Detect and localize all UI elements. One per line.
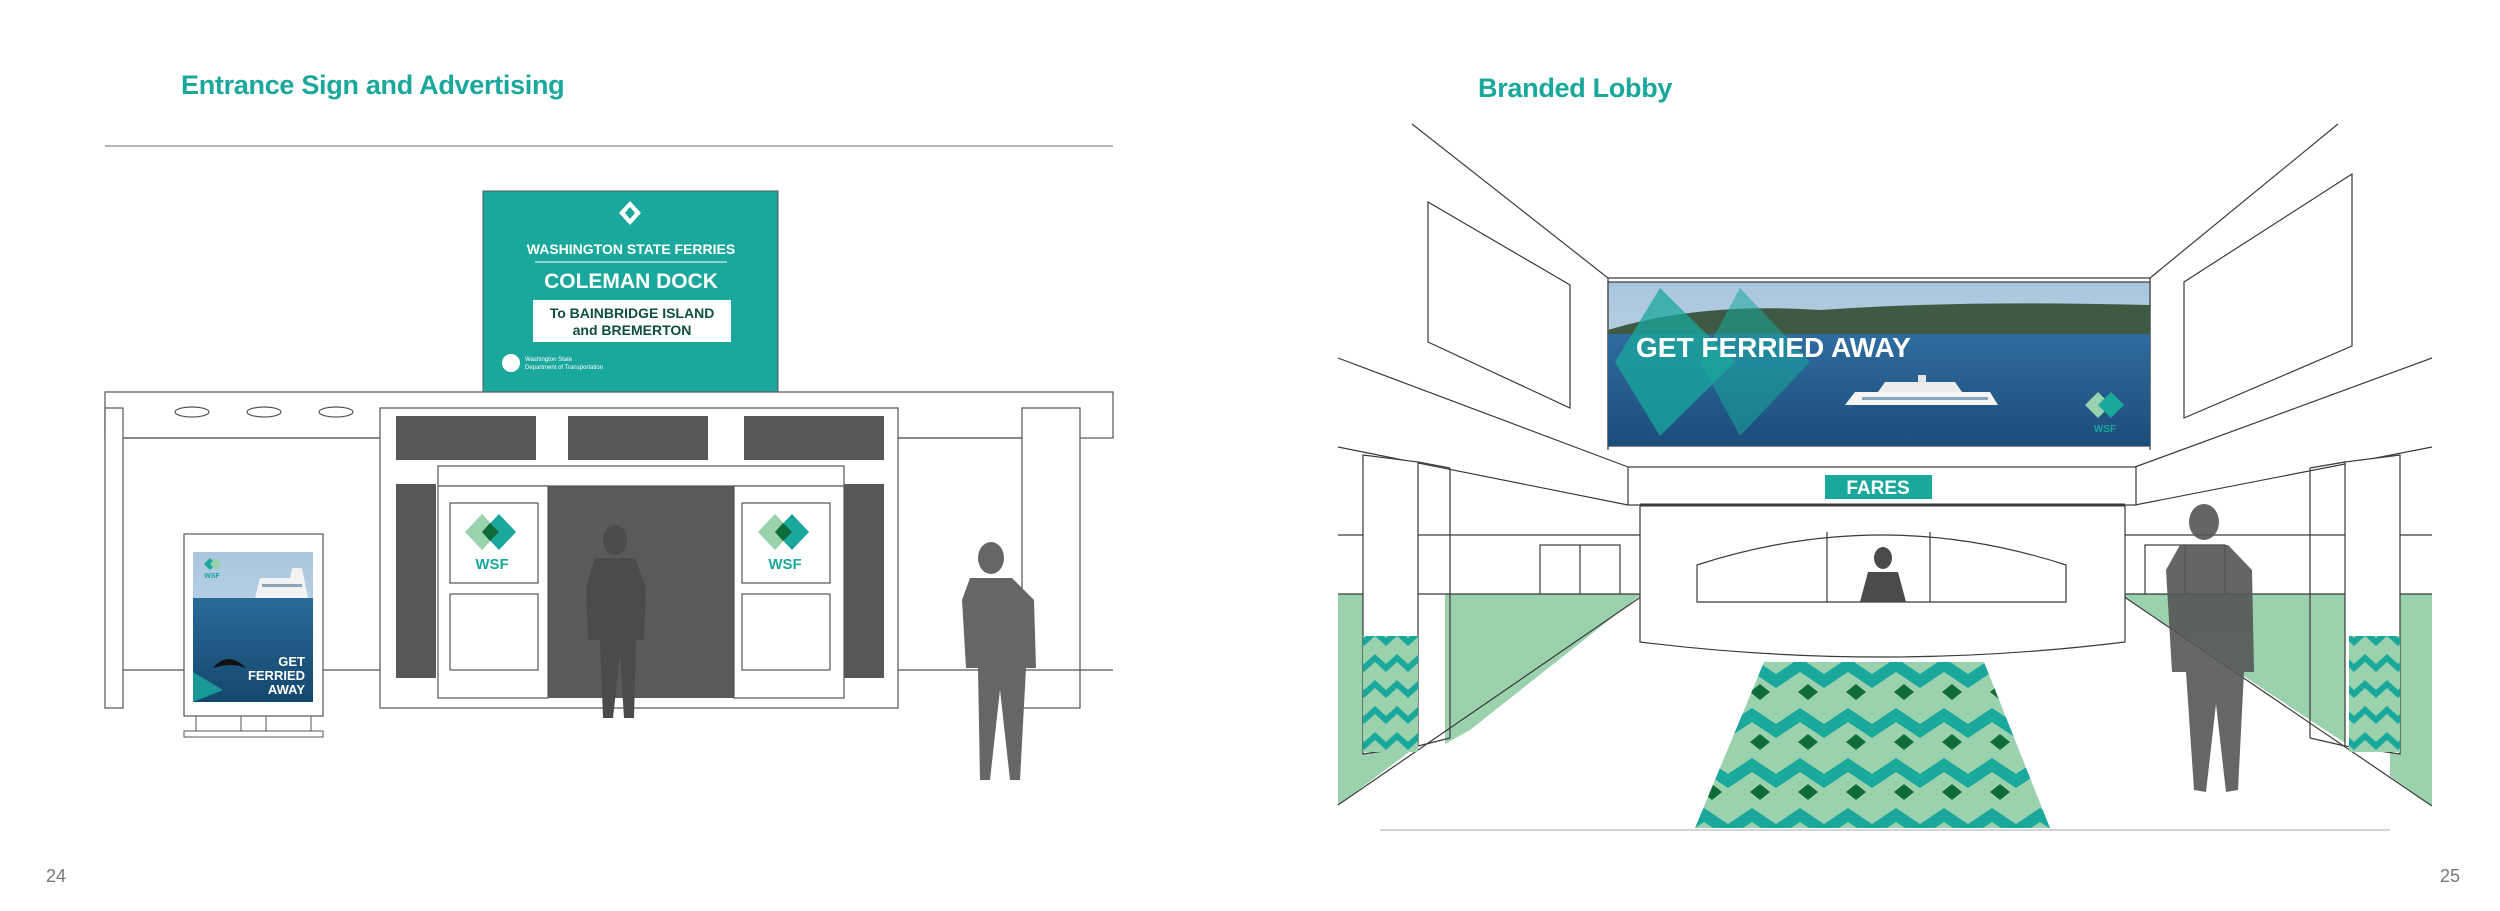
door-logo-text: WSF [475, 556, 508, 573]
sign-footer-1: Washington State [525, 357, 573, 363]
poster-headline-2: FERRIED [248, 668, 305, 683]
page-number-left: 24 [46, 866, 67, 886]
sign-destination-1: To BAINBRIDGE ISLAND [550, 305, 715, 321]
sign-destination-2: and BREMERTON [573, 322, 692, 338]
page-title-left: Entrance Sign and Advertising [181, 70, 565, 100]
sign-footer-2: Department of Transportation [525, 365, 603, 371]
wsdot-logo-icon [502, 354, 520, 372]
person-silhouette [586, 525, 646, 718]
branded-carpet [1695, 662, 2050, 828]
door-logo-text: WSF [768, 556, 801, 573]
person-silhouette [1860, 547, 1906, 602]
person-silhouette [2166, 504, 2254, 792]
person-silhouette [962, 542, 1036, 780]
advertising-poster: WSF GET FERRIED AWAY [183, 533, 324, 738]
wsf-logo-icon: WSF [465, 514, 516, 573]
dock-sign: WASHINGTON STATE FERRIES COLEMAN DOCK To… [482, 190, 779, 393]
sign-agency: WASHINGTON STATE FERRIES [527, 241, 735, 257]
banner-logo-text: WSF [2094, 424, 2116, 435]
sign-terminal: COLEMAN DOCK [544, 270, 718, 293]
page-number-right: 25 [2440, 866, 2461, 886]
poster-logo-text: WSF [204, 573, 220, 580]
fares-label: FARES [1846, 478, 1909, 499]
banner-text: GET FERRIED AWAY [1636, 332, 1911, 363]
poster-headline-1: GET [278, 654, 305, 669]
page-title-right: Branded Lobby [1478, 73, 1673, 103]
poster-headline-3: AWAY [268, 682, 305, 697]
fares-sign: FARES [1825, 475, 1932, 499]
lobby-banner: WSF GET FERRIED AWAY [1607, 281, 2151, 447]
wsf-logo-icon: WSF [758, 514, 809, 573]
